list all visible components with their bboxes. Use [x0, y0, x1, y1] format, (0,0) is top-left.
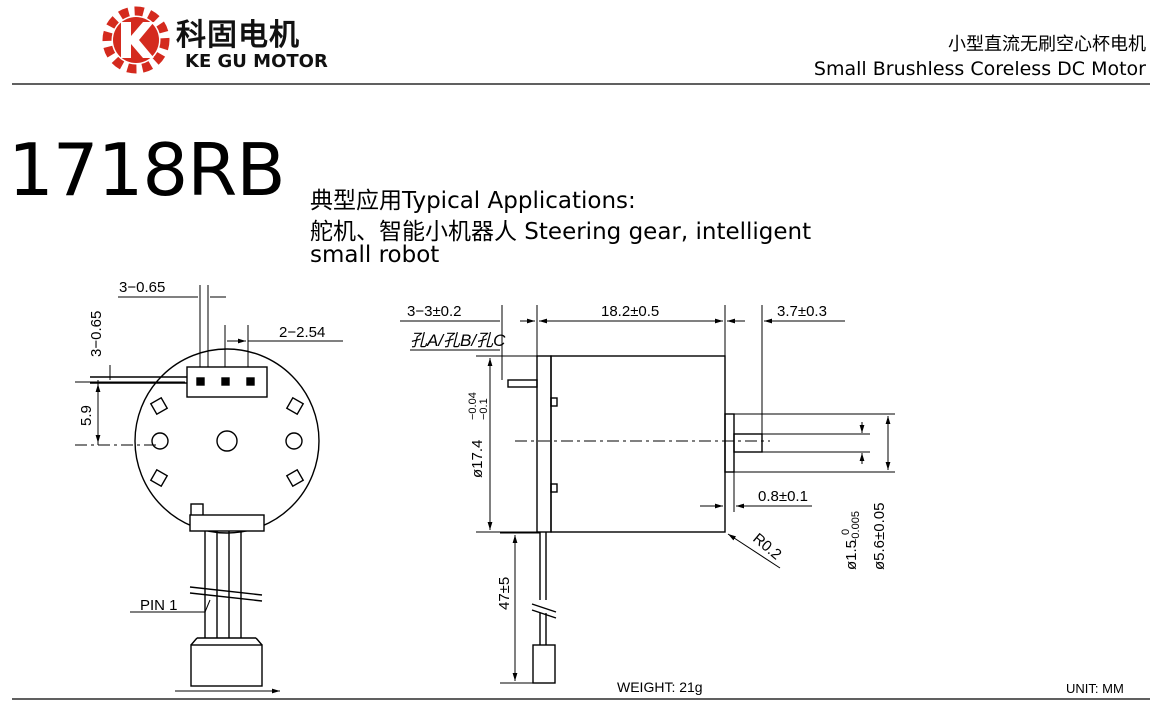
shaft-circle — [216, 430, 238, 452]
dim-hole-spec: 3−0.65 — [119, 279, 165, 296]
product-title-en: Small Brushless Coreless DC Motor — [813, 58, 1146, 80]
dim-radius: R0.2 — [749, 530, 784, 563]
flange-plate — [536, 355, 552, 533]
dim-diameter-tol-upper: −0.04 — [467, 392, 479, 420]
dim-step: 0.8±0.1 — [758, 488, 808, 505]
motor-body-side — [550, 355, 726, 533]
unit-note: UNIT: MM — [1066, 681, 1124, 696]
dim-shaft-length: 3.7±0.3 — [777, 303, 827, 320]
front-dimensions — [75, 285, 343, 694]
dim-diameter-tol-lower: −0.1 — [478, 398, 490, 420]
dim-shaft-dia-tol-lower: −0.005 — [850, 511, 862, 545]
dim-lead-length: 47±5 — [496, 577, 513, 610]
dim-shaft-dia-tol-upper: 0 — [840, 529, 852, 535]
shaft — [733, 433, 763, 453]
dim-shaft-dia: ø1.5 — [843, 540, 860, 570]
dim-holes-label: 孔A/孔B/孔C — [410, 331, 506, 350]
logo-text-cn: 科固电机 — [176, 18, 300, 53]
model-number: 1718RB — [8, 128, 286, 212]
side-dimensions — [400, 305, 895, 684]
dim-pin-pitch: 2−2.54 — [279, 324, 325, 341]
dim-mount-holes: 3−3±0.2 — [407, 303, 462, 320]
dim-boss-dia: ø5.6±0.05 — [871, 503, 888, 570]
applications-line-2: 舵机、智能小机器人 Steering gear, intelligent — [310, 219, 812, 245]
dim-body-length: 18.2±0.5 — [601, 303, 659, 320]
side-view — [507, 355, 763, 684]
product-title-cn: 小型直流无刷空心杯电机 — [948, 34, 1146, 55]
applications-line-3: small robot — [310, 242, 440, 268]
front-view — [90, 348, 320, 687]
pin-label: PIN 1 — [140, 597, 178, 614]
weight-note: WEIGHT: 21g — [617, 679, 703, 695]
plug — [190, 644, 263, 687]
dim-vertical-pitch: 3−0.65 — [88, 311, 105, 357]
shaft-boss — [724, 413, 735, 473]
cable-exit — [189, 514, 265, 532]
dim-diameter: ø17.4 — [469, 440, 486, 478]
motor-body-circle — [134, 348, 320, 534]
logo-gear-icon — [102, 6, 170, 74]
logo-text-en: KE GU MOTOR — [185, 51, 328, 72]
lead-terminal — [532, 644, 556, 684]
applications-heading: 典型应用Typical Applications: — [310, 188, 636, 214]
dim-center-offset: 5.9 — [78, 405, 95, 426]
